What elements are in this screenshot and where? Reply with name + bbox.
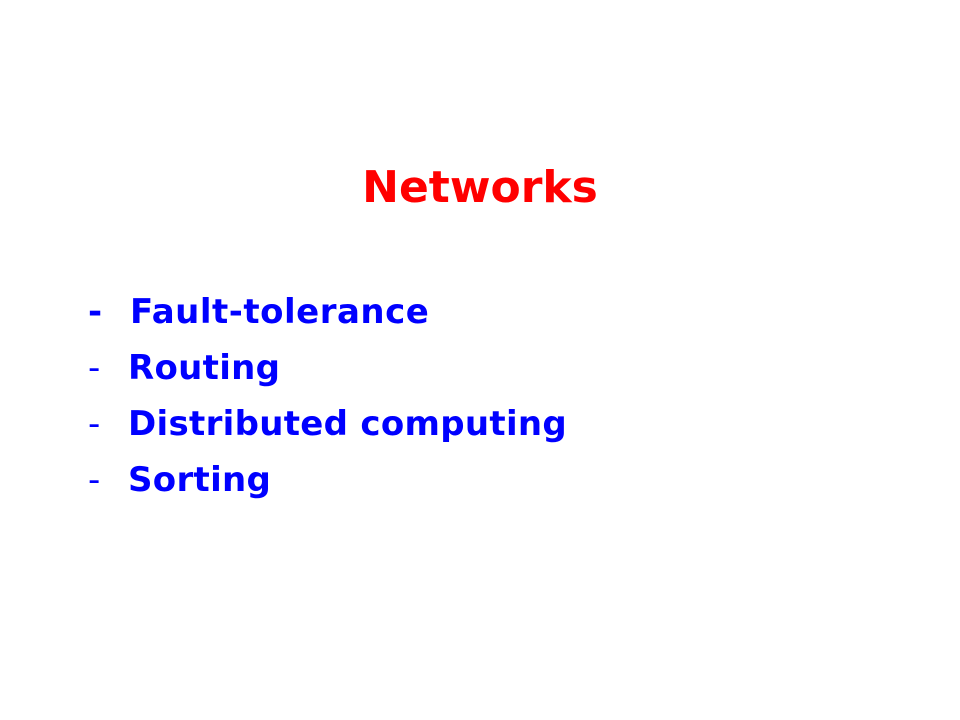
bullet-item-routing: -Routing: [86, 340, 567, 396]
bullet-dash: -: [88, 292, 103, 332]
bullet-text: Distributed computing: [128, 404, 568, 444]
bullet-item-distributed-computing: -Distributed computing: [86, 396, 567, 452]
bullet-dash: -: [88, 348, 101, 388]
slide-title: Networks: [362, 162, 598, 213]
bullet-text: Fault-tolerance: [130, 292, 430, 332]
bullet-text: Routing: [128, 348, 281, 388]
bullet-text: Sorting: [128, 460, 272, 500]
bullet-item-fault-tolerance: -Fault-tolerance: [86, 284, 567, 340]
bullet-list: -Fault-tolerance -Routing -Distributed c…: [86, 284, 567, 508]
bullet-dash: -: [88, 460, 101, 500]
bullet-item-sorting: -Sorting: [86, 452, 567, 508]
bullet-dash: -: [88, 404, 101, 444]
